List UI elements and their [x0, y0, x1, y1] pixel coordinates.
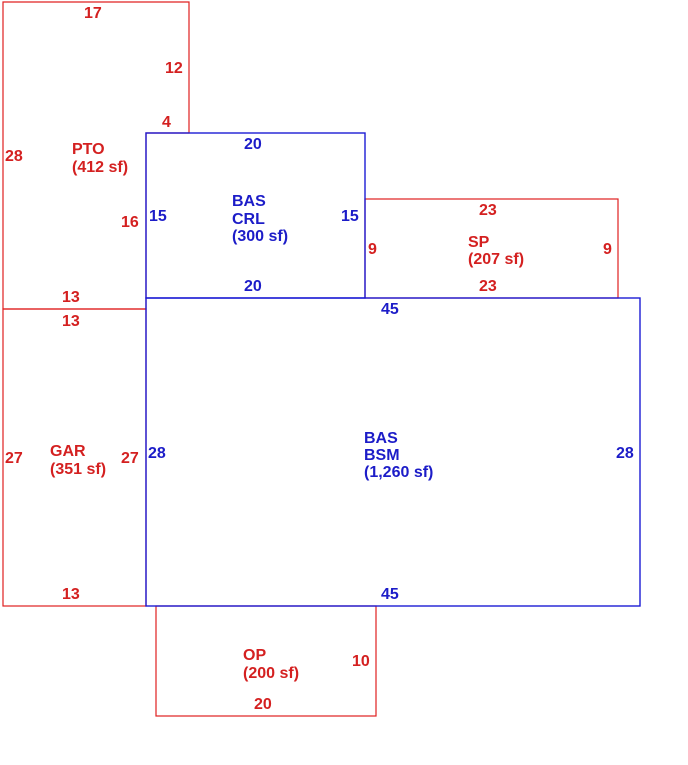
bas-crl-area: (300 sf): [232, 228, 288, 245]
pto-code: PTO: [72, 141, 105, 158]
sp-area: (207 sf): [468, 251, 524, 268]
gar-code: GAR: [50, 443, 86, 460]
bas-bsm-area: (1,260 sf): [364, 464, 433, 481]
crl-bottom-dim: 20: [244, 278, 262, 295]
bsm-right-dim: 28: [616, 445, 634, 462]
gar-top-dim: 13: [62, 313, 80, 330]
crl-right-dim: 15: [341, 208, 359, 225]
crl-left-dim: 15: [149, 208, 167, 225]
bas-bsm-code1: BAS: [364, 430, 398, 447]
bas-bsm-outline: [145, 297, 641, 607]
pto-right-lower-dim: 16: [121, 214, 139, 231]
bsm-left-dim: 28: [148, 445, 166, 462]
pto-step-dim: 4: [162, 114, 171, 131]
sp-code: SP: [468, 234, 490, 251]
bsm-top-dim: 45: [381, 301, 399, 318]
pto-left-dim: 28: [5, 148, 23, 165]
sp-bottom-dim: 23: [479, 278, 497, 295]
op-bottom-dim: 20: [254, 696, 272, 713]
pto-right-upper-dim: 12: [165, 60, 183, 77]
bas-crl-code1: BAS: [232, 193, 266, 210]
bas-crl-code2: CRL: [232, 211, 265, 228]
pto-area: (412 sf): [72, 159, 128, 176]
sp-top-dim: 23: [479, 202, 497, 219]
gar-bottom-dim: 13: [62, 586, 80, 603]
pto-top-dim: 17: [84, 5, 102, 22]
sp-right-dim: 9: [603, 241, 612, 258]
bas-bsm-code2: BSM: [364, 447, 400, 464]
gar-right-dim: 27: [121, 450, 139, 467]
op-area: (200 sf): [243, 665, 299, 682]
gar-area: (351 sf): [50, 461, 106, 478]
op-code: OP: [243, 647, 266, 664]
op-right-dim: 10: [352, 653, 370, 670]
crl-top-dim: 20: [244, 136, 262, 153]
pto-bottom-dim: 13: [62, 289, 80, 306]
gar-left-dim: 27: [5, 450, 23, 467]
bsm-bottom-dim: 45: [381, 586, 399, 603]
sp-left-dim: 9: [368, 241, 377, 258]
